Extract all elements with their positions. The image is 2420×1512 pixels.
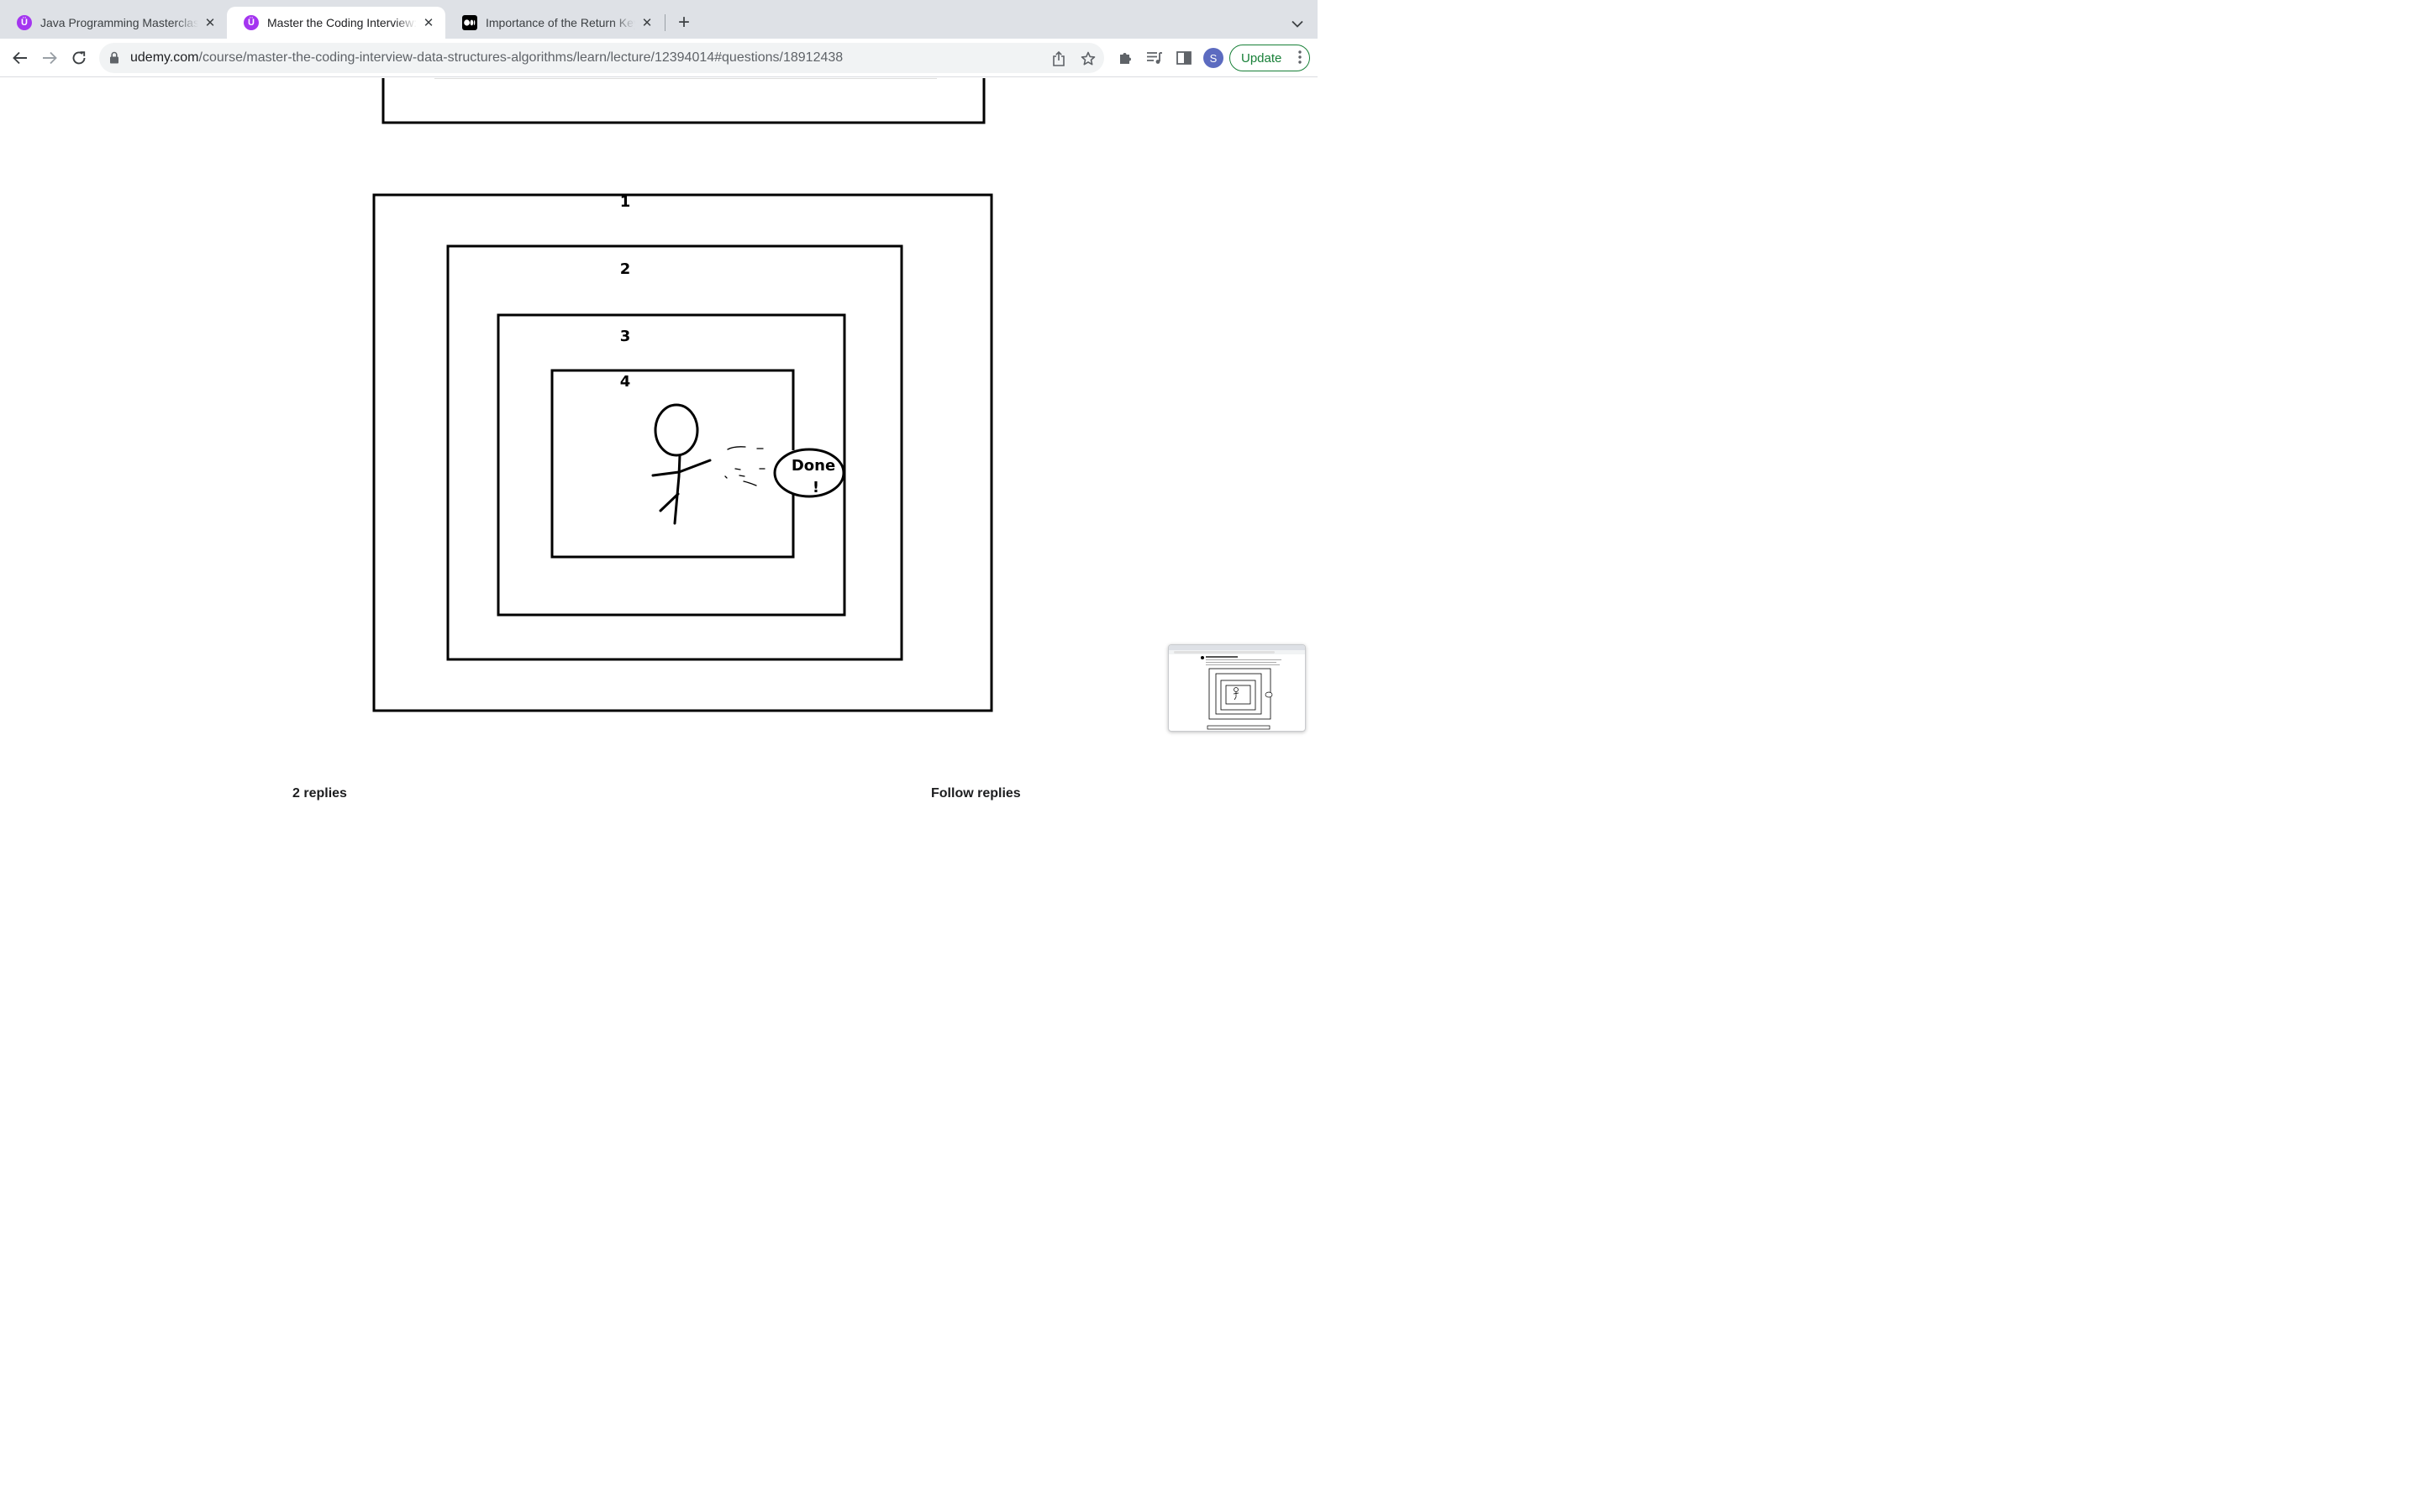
bubble-text-exclamation: ! xyxy=(813,479,819,496)
udemy-icon: Ü xyxy=(17,15,32,30)
box-4 xyxy=(550,369,795,559)
close-tab-icon[interactable]: ✕ xyxy=(641,16,653,30)
bubble-text-done: Done xyxy=(792,457,835,475)
box-2-label: 2 xyxy=(620,260,631,278)
box-1-label: 1 xyxy=(620,193,631,211)
tab-master-coding-interview[interactable]: Ü Master the Coding Interview: Data Stru… xyxy=(227,7,445,39)
close-tab-icon[interactable]: ✕ xyxy=(423,16,434,30)
tab-strip: Ü Java Programming Masterclass ✕ Ü Maste… xyxy=(0,0,1318,39)
tab-title: Java Programming Masterclass xyxy=(40,16,198,29)
back-arrow-icon[interactable] xyxy=(8,45,33,71)
close-tab-icon[interactable]: ✕ xyxy=(204,16,216,30)
update-label: Update xyxy=(1241,50,1282,66)
lock-icon[interactable] xyxy=(109,51,119,68)
profile-avatar[interactable]: S xyxy=(1203,48,1223,68)
url-text[interactable]: udemy.com/course/master-the-coding-inter… xyxy=(130,50,843,66)
media-queue-icon[interactable] xyxy=(1142,45,1167,71)
update-button[interactable]: Update xyxy=(1229,45,1310,71)
tab-java-masterclass[interactable]: Ü Java Programming Masterclass ✕ xyxy=(0,7,227,39)
done-speech-bubble xyxy=(773,448,845,498)
box-2 xyxy=(446,244,903,661)
nested-boxes-drawing: 1 2 3 4 Done ! xyxy=(372,78,993,712)
reply-count: 2 replies xyxy=(292,786,347,801)
forward-arrow-icon[interactable] xyxy=(37,45,62,71)
box-3-label: 3 xyxy=(620,328,631,345)
url-host: udemy.com xyxy=(130,50,199,65)
box-1 xyxy=(372,193,993,712)
screenshot-thumbnail[interactable] xyxy=(1168,644,1306,732)
url-path: /course/master-the-coding-interview-data… xyxy=(198,50,844,65)
address-bar[interactable]: udemy.com/course/master-the-coding-inter… xyxy=(99,43,1104,73)
follow-replies-button[interactable]: Follow replies xyxy=(931,786,1021,801)
bookmark-star-icon[interactable] xyxy=(1079,50,1097,68)
extensions-puzzle-icon[interactable] xyxy=(1113,45,1138,71)
browser-toolbar: udemy.com/course/master-the-coding-inter… xyxy=(0,39,1318,77)
tab-title: Master the Coding Interview: Data Struct… xyxy=(267,16,417,29)
tab-title: Importance of the Return Keyword xyxy=(486,16,635,29)
reload-icon[interactable] xyxy=(66,45,92,71)
thumbnail-preview-image xyxy=(1169,645,1305,730)
box-4-label: 4 xyxy=(620,373,631,391)
tab-search-chevron-icon[interactable] xyxy=(1286,12,1309,35)
side-panel-icon[interactable] xyxy=(1171,45,1197,71)
stick-figure xyxy=(651,403,712,525)
page-content: 1 2 3 4 Done ! 2 replies Follow replies xyxy=(0,78,1318,823)
box-3 xyxy=(497,313,846,617)
new-tab-icon[interactable]: + xyxy=(677,11,690,34)
udemy-icon: Ü xyxy=(244,15,259,30)
tab-separator xyxy=(665,14,666,31)
share-icon[interactable] xyxy=(1050,50,1068,68)
tab-return-keyword[interactable]: Importance of the Return Keyword ✕ xyxy=(445,7,664,39)
motion-marks xyxy=(724,446,765,486)
previous-figure-box xyxy=(381,78,986,124)
medium-icon xyxy=(462,15,477,30)
more-menu-icon[interactable] xyxy=(1298,50,1302,68)
